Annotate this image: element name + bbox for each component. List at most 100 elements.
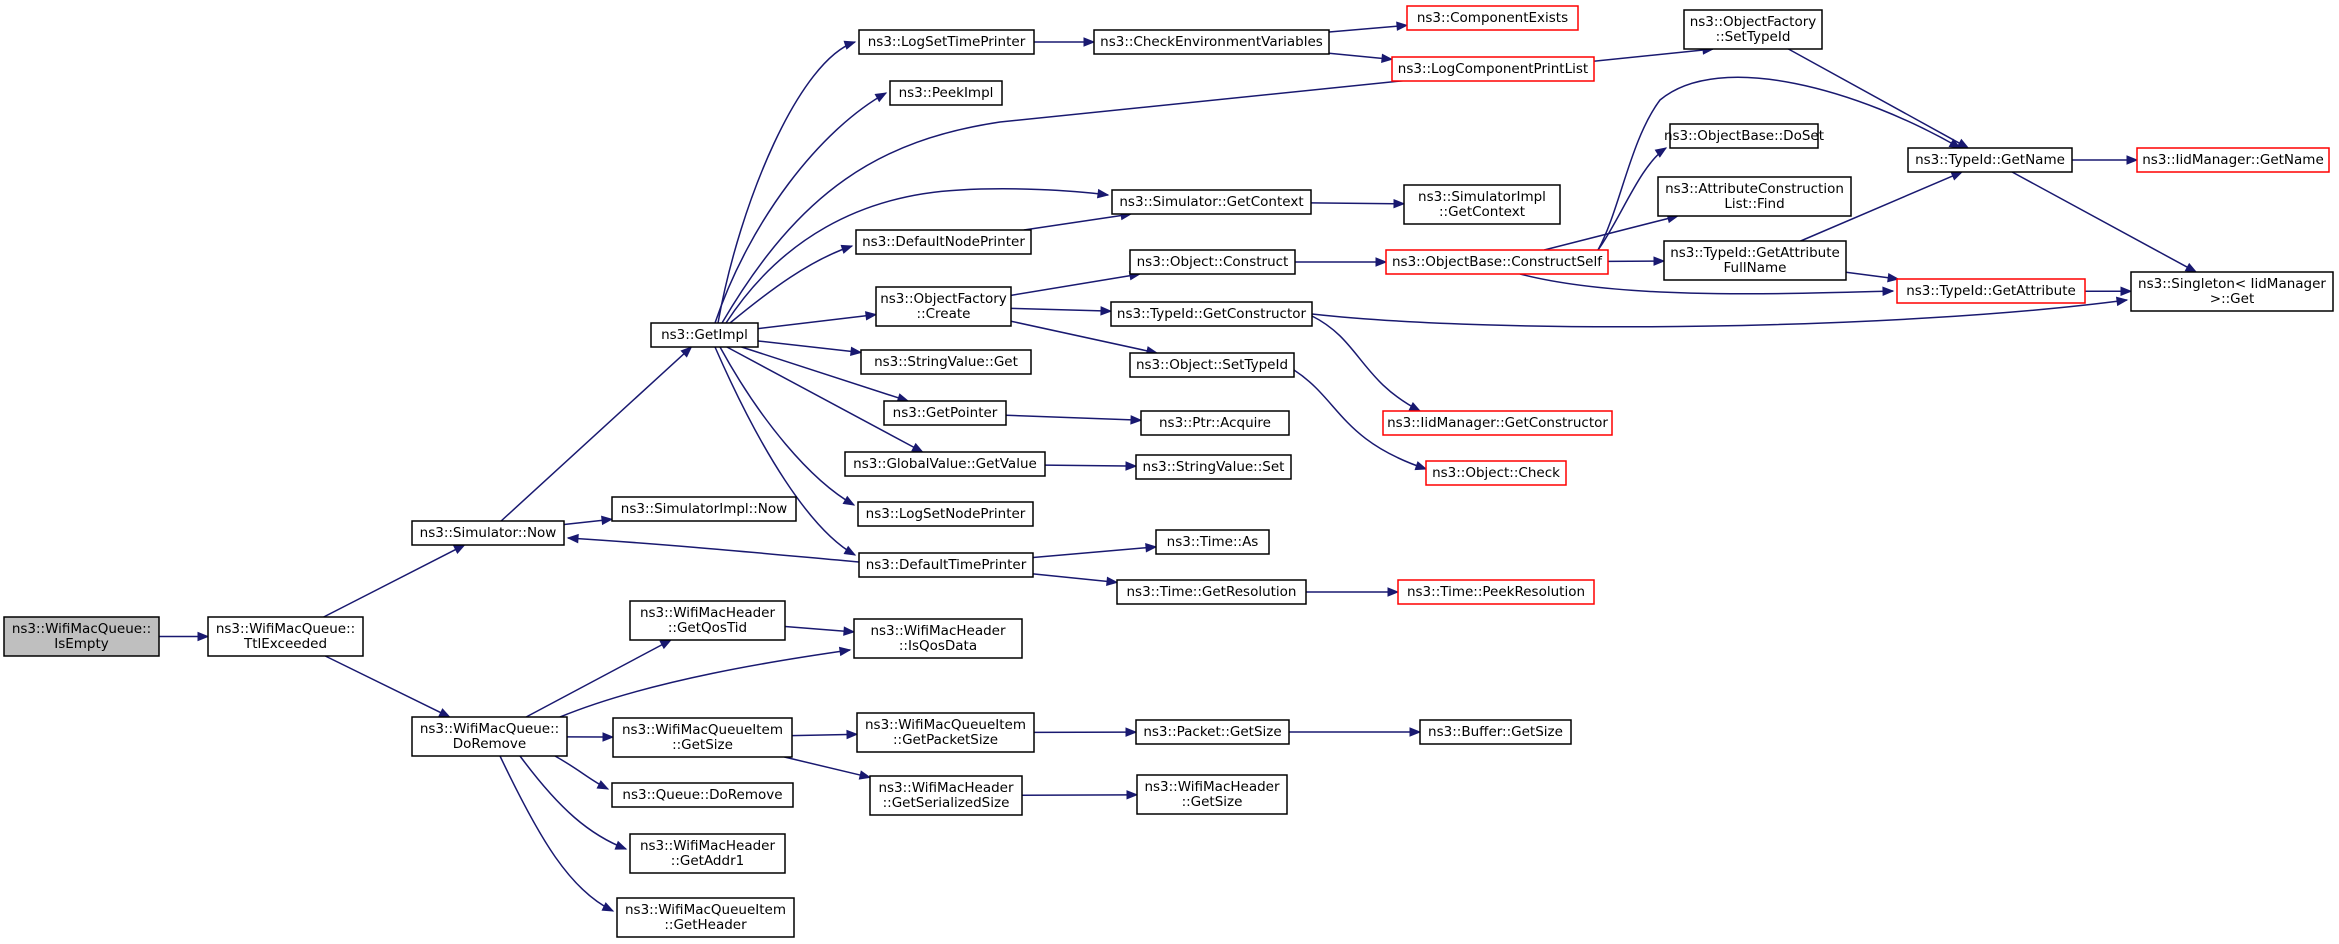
node-n0[interactable]: ns3::WifiMacQueue::IsEmpty bbox=[3, 616, 160, 657]
node-box[interactable] bbox=[1135, 454, 1292, 480]
node-n22[interactable]: ns3::ObjectBase::ConstructSelf bbox=[1385, 249, 1609, 275]
node-n39[interactable]: ns3::WifiMacHeader::GetQosTid bbox=[629, 600, 786, 641]
node-box[interactable] bbox=[611, 782, 794, 808]
node-box[interactable] bbox=[650, 322, 759, 348]
node-box[interactable] bbox=[1896, 278, 2086, 304]
node-n43[interactable]: ns3::Packet::GetSize bbox=[1135, 719, 1290, 745]
node-box[interactable] bbox=[1093, 29, 1330, 55]
node-n34[interactable]: ns3::Ptr::Acquire bbox=[1140, 410, 1290, 436]
node-n30[interactable]: ns3::TypeId::GetConstructor bbox=[1110, 301, 1313, 327]
node-box[interactable] bbox=[1419, 719, 1572, 745]
node-box[interactable] bbox=[629, 833, 786, 874]
node-n11[interactable]: ns3::GetPointer bbox=[883, 400, 1007, 426]
node-box[interactable] bbox=[1385, 249, 1609, 275]
node-n37[interactable]: ns3::Time::GetResolution bbox=[1116, 579, 1307, 605]
node-box[interactable] bbox=[1663, 240, 1847, 281]
node-n46[interactable]: ns3::WifiMacHeader::GetSize bbox=[1136, 774, 1288, 815]
node-n12[interactable]: ns3::GlobalValue::GetValue bbox=[844, 451, 1046, 477]
node-box[interactable] bbox=[1669, 123, 1819, 149]
node-box[interactable] bbox=[875, 286, 1012, 327]
node-box[interactable] bbox=[858, 552, 1034, 578]
node-n28[interactable]: ns3::TypeId::GetAttribute bbox=[1896, 278, 2086, 304]
node-n6[interactable]: ns3::LogSetTimePrinter bbox=[858, 29, 1035, 55]
node-box[interactable] bbox=[1683, 9, 1823, 50]
node-box[interactable] bbox=[857, 501, 1034, 527]
node-box[interactable] bbox=[411, 520, 565, 546]
node-n13[interactable]: ns3::LogSetNodePrinter bbox=[857, 501, 1034, 527]
node-box[interactable] bbox=[1136, 774, 1288, 815]
node-n10[interactable]: ns3::StringValue::Get bbox=[860, 349, 1032, 375]
node-n47[interactable]: ns3::Queue::DoRemove bbox=[611, 782, 794, 808]
node-n21[interactable]: ns3::Object::Construct bbox=[1129, 249, 1296, 275]
node-n44[interactable]: ns3::Buffer::GetSize bbox=[1419, 719, 1572, 745]
node-box[interactable] bbox=[844, 451, 1046, 477]
node-n27[interactable]: ns3::IidManager::GetName bbox=[2136, 147, 2330, 173]
node-box[interactable] bbox=[1140, 410, 1290, 436]
node-n3[interactable]: ns3::WifiMacQueue::DoRemove bbox=[411, 716, 568, 757]
node-box[interactable] bbox=[1116, 579, 1307, 605]
node-box[interactable] bbox=[612, 717, 793, 758]
node-n33[interactable]: ns3::Object::Check bbox=[1425, 460, 1567, 486]
node-n42[interactable]: ns3::WifiMacQueueItem::GetPacketSize bbox=[856, 712, 1035, 753]
node-box[interactable] bbox=[1397, 579, 1595, 605]
node-n20[interactable]: ns3::SimulatorImpl::GetContext bbox=[1403, 184, 1561, 225]
node-box[interactable] bbox=[1111, 189, 1312, 215]
node-box[interactable] bbox=[411, 716, 568, 757]
node-n41[interactable]: ns3::WifiMacQueueItem::GetSize bbox=[612, 717, 793, 758]
node-box[interactable] bbox=[1391, 56, 1595, 82]
node-n38[interactable]: ns3::Time::PeekResolution bbox=[1397, 579, 1595, 605]
node-box[interactable] bbox=[1129, 249, 1296, 275]
node-n4[interactable]: ns3::GetImpl bbox=[650, 322, 759, 348]
node-box[interactable] bbox=[1657, 176, 1852, 217]
node-box[interactable] bbox=[1155, 529, 1270, 555]
node-box[interactable] bbox=[1129, 352, 1295, 378]
node-box[interactable] bbox=[883, 400, 1007, 426]
node-n32[interactable]: ns3::IidManager::GetConstructor bbox=[1382, 410, 1613, 436]
node-box[interactable] bbox=[2136, 147, 2330, 173]
node-n19[interactable]: ns3::Simulator::GetContext bbox=[1111, 189, 1312, 215]
node-box[interactable] bbox=[855, 229, 1032, 255]
node-n26[interactable]: ns3::TypeId::GetName bbox=[1907, 147, 2073, 173]
node-box[interactable] bbox=[1110, 301, 1313, 327]
node-n9[interactable]: ns3::ObjectFactory::Create bbox=[875, 286, 1012, 327]
node-n48[interactable]: ns3::WifiMacHeader::GetAddr1 bbox=[629, 833, 786, 874]
node-n16[interactable]: ns3::ComponentExists bbox=[1406, 5, 1579, 31]
node-n2[interactable]: ns3::Simulator::Now bbox=[411, 520, 565, 546]
node-box[interactable] bbox=[611, 496, 797, 522]
node-box[interactable] bbox=[858, 29, 1035, 55]
node-box[interactable] bbox=[856, 712, 1035, 753]
node-n36[interactable]: ns3::Time::As bbox=[1155, 529, 1270, 555]
node-n8[interactable]: ns3::DefaultNodePrinter bbox=[855, 229, 1032, 255]
node-n29[interactable]: ns3::Singleton< IidManager >::Get bbox=[2130, 271, 2334, 312]
node-box[interactable] bbox=[1382, 410, 1613, 436]
node-box[interactable] bbox=[207, 616, 364, 657]
node-box[interactable] bbox=[869, 775, 1023, 816]
node-box[interactable] bbox=[860, 349, 1032, 375]
node-box[interactable] bbox=[629, 600, 786, 641]
node-box[interactable] bbox=[1907, 147, 2073, 173]
node-box[interactable] bbox=[2130, 271, 2334, 312]
node-n15[interactable]: ns3::CheckEnvironmentVariables bbox=[1093, 29, 1330, 55]
node-box[interactable] bbox=[1403, 184, 1561, 225]
node-box[interactable] bbox=[889, 80, 1003, 106]
node-n40[interactable]: ns3::WifiMacHeader::IsQosData bbox=[853, 618, 1023, 659]
node-box[interactable] bbox=[1425, 460, 1567, 486]
node-n1[interactable]: ns3::WifiMacQueue::TtlExceeded bbox=[207, 616, 364, 657]
node-n35[interactable]: ns3::StringValue::Set bbox=[1135, 454, 1292, 480]
node-n5[interactable]: ns3::SimulatorImpl::Now bbox=[611, 496, 797, 522]
node-n14[interactable]: ns3::DefaultTimePrinter bbox=[858, 552, 1034, 578]
node-box[interactable] bbox=[616, 897, 795, 938]
node-n31[interactable]: ns3::Object::SetTypeId bbox=[1129, 352, 1295, 378]
node-n23[interactable]: ns3::ObjectBase::DoSet bbox=[1664, 123, 1824, 149]
node-box[interactable] bbox=[3, 616, 160, 657]
node-n49[interactable]: ns3::WifiMacQueueItem::GetHeader bbox=[616, 897, 795, 938]
node-n7[interactable]: ns3::PeekImpl bbox=[889, 80, 1003, 106]
node-n45[interactable]: ns3::WifiMacHeader::GetSerializedSize bbox=[869, 775, 1023, 816]
node-box[interactable] bbox=[1406, 5, 1579, 31]
node-box[interactable] bbox=[853, 618, 1023, 659]
node-box[interactable] bbox=[1135, 719, 1290, 745]
node-n17[interactable]: ns3::LogComponentPrintList bbox=[1391, 56, 1595, 82]
node-n18[interactable]: ns3::ObjectFactory::SetTypeId bbox=[1683, 9, 1823, 50]
